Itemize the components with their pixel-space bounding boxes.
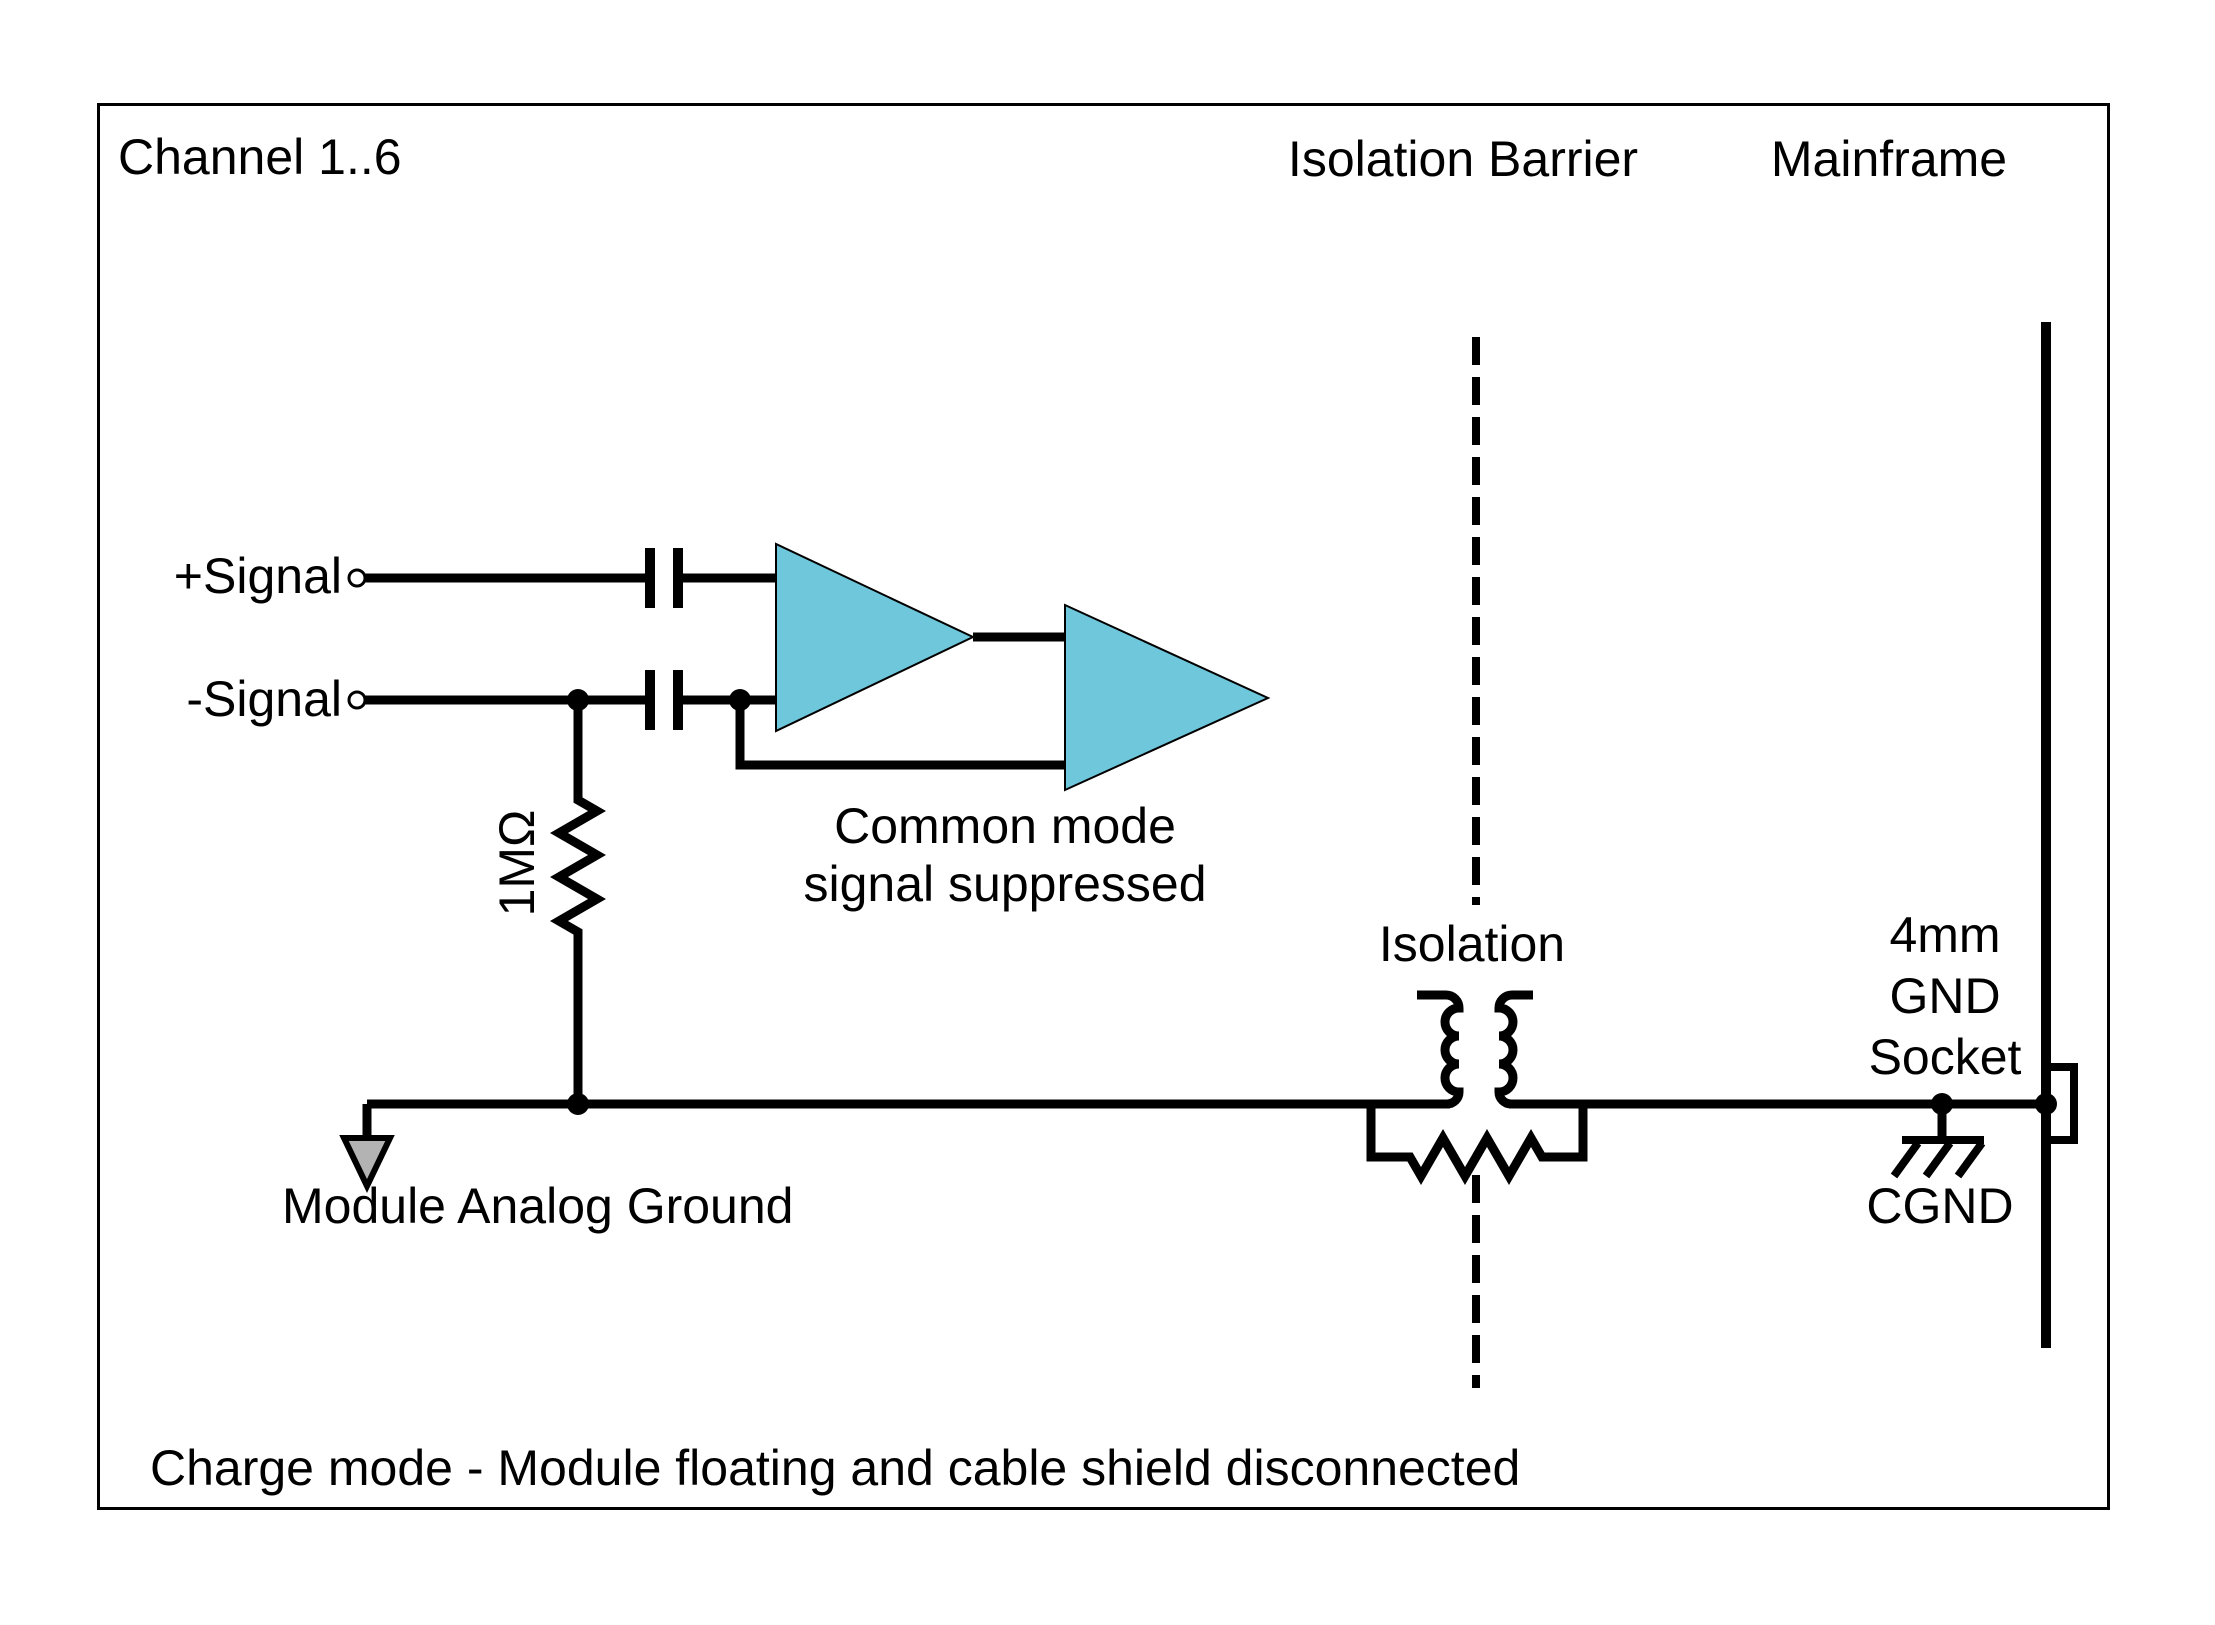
isolation-barrier-title: Isolation Barrier: [1287, 131, 1639, 187]
amplifier-2: [1064, 603, 1271, 792]
cgnd-label: CGND: [1866, 1178, 2014, 1234]
transformer-right-coil: [1494, 990, 1533, 1109]
minus-signal-terminal: [347, 690, 367, 710]
junction-dot: [2035, 1093, 2057, 1115]
caption-text: Charge mode - Module floating and cable …: [150, 1440, 1521, 1496]
minus-signal-label: -Signal: [186, 671, 342, 727]
mainframe-title: Mainframe: [1770, 131, 2008, 187]
cap-minus-plate-1: [645, 670, 655, 730]
plus-signal-label: +Signal: [173, 548, 342, 604]
isolation-resistor-loop: [1366, 1104, 1588, 1185]
plus-signal-terminal: [347, 568, 367, 588]
cap-minus-plate-2: [673, 670, 683, 730]
module-ground-label: Module Analog Ground: [282, 1178, 794, 1234]
input-resistance-label: 1MΩ: [489, 809, 545, 917]
common-mode-label-line1: Common mode: [834, 798, 1176, 854]
gnd-socket-label-line2: GND: [1889, 968, 2001, 1024]
cap-plus-plate-1: [645, 548, 655, 608]
chassis-ground-icon: [1890, 1136, 1986, 1179]
common-mode-label-line2: signal suppressed: [803, 856, 1207, 912]
channel-title: Channel 1..6: [118, 129, 402, 185]
isolation-label: Isolation: [1378, 916, 1566, 972]
junction-dot: [1931, 1093, 1953, 1115]
module-ground-arrow-icon: [339, 1135, 395, 1193]
input-resistor-symbol: [550, 700, 606, 1104]
junction-dots: [567, 689, 2057, 1115]
gnd-socket-label-line1: 4mm: [1889, 907, 2001, 963]
coupling-capacitors: [645, 548, 683, 730]
gnd-socket-label-line3: Socket: [1868, 1029, 2022, 1085]
cap-plus-plate-2: [673, 548, 683, 608]
amplifier-1: [775, 542, 976, 733]
junction-dot: [729, 689, 751, 711]
gnd-socket-symbol: [2046, 1063, 2078, 1144]
junction-dot: [567, 1093, 589, 1115]
junction-dot: [567, 689, 589, 711]
diagram-border: [97, 103, 2110, 1510]
gnd-socket-label: 4mm GND Socket: [1869, 905, 2022, 1088]
common-mode-feedback-wire: [735, 700, 1065, 770]
transformer-left-coil: [1417, 990, 1464, 1109]
